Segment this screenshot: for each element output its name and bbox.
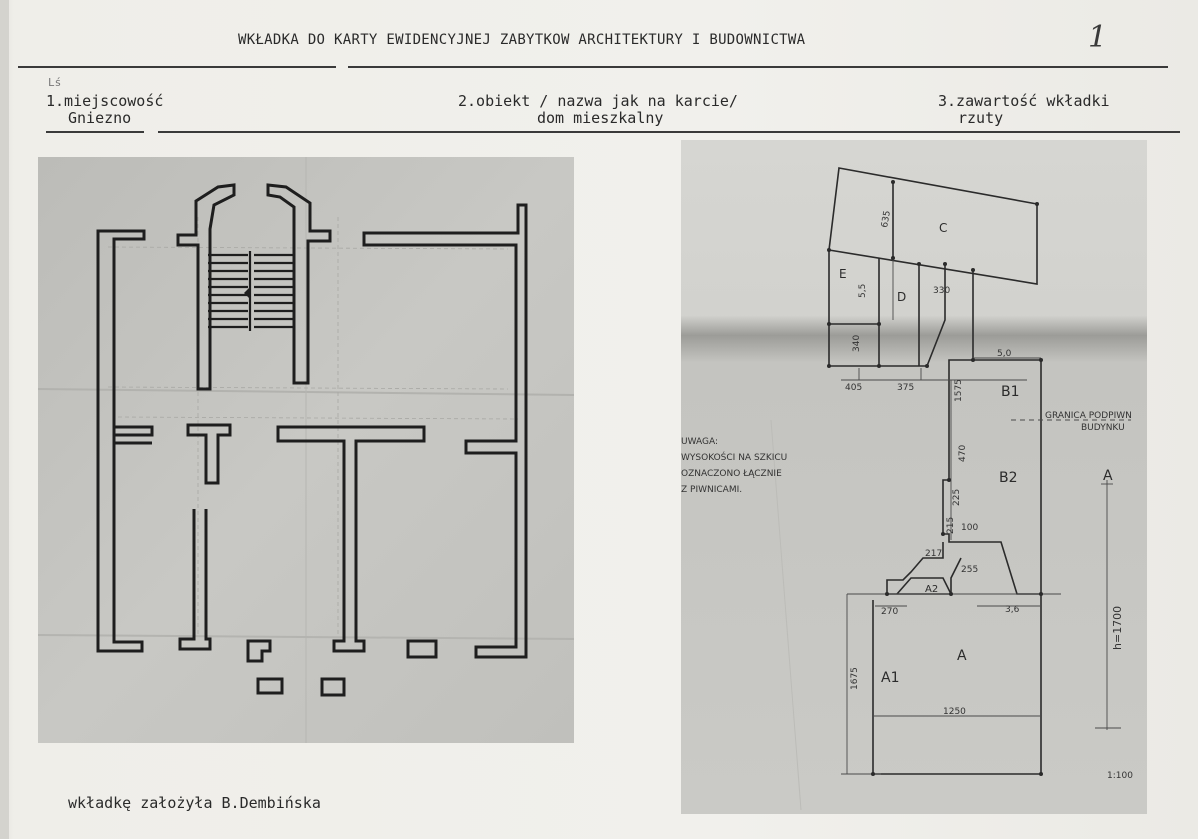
dim-405: 405 (845, 383, 862, 393)
content-label: 3.zawartość wkładki (938, 92, 1110, 110)
dim-255: 255 (961, 565, 978, 575)
note-line-2: WYSOKOŚCI NA SZKICU (681, 451, 787, 463)
label-b1: B1 (1001, 384, 1020, 400)
header-rule-left (18, 66, 336, 68)
label-d: D (897, 290, 906, 304)
sketch-plan-photo: C D E B1 B2 A A1 A2 A 635 5,5 330 340 40… (681, 140, 1147, 814)
object-label: 2.obiekt / nazwa jak na karcie/ (458, 92, 738, 110)
label-b2: B2 (999, 470, 1018, 486)
footer-author: wkładkę założyła B.Dembińska (68, 794, 321, 812)
dim-270: 270 (881, 607, 898, 617)
boundary-label-line1: GRANICA PODPIWN (1045, 411, 1132, 421)
label-a: A (957, 648, 967, 664)
dim-330: 330 (933, 286, 950, 296)
page-number: 1 (1088, 20, 1108, 55)
dim-5-5: 5,5 (858, 284, 868, 298)
label-a2: A2 (925, 584, 938, 595)
dim-635: 635 (880, 210, 893, 229)
sketch-plan-drawing: C D E B1 B2 A A1 A2 A 635 5,5 330 340 40… (681, 140, 1147, 814)
archive-marker: Lś (48, 76, 62, 89)
floor-plan-drawing (38, 157, 574, 743)
floor-plan-photo (38, 157, 574, 743)
note-line-1: UWAGA: (681, 437, 718, 447)
dim-1250: 1250 (943, 707, 966, 717)
dim-215: 215 (946, 517, 956, 534)
dim-1675: 1675 (850, 667, 860, 690)
dim-3-6: 3,6 (1005, 605, 1020, 615)
sheet-edge-shadow (0, 0, 9, 839)
note-line-4: Z PIWNICAMI. (681, 485, 742, 495)
label-c: C (939, 221, 947, 235)
dim-340: 340 (852, 335, 862, 352)
dim-217: 217 (925, 549, 942, 559)
scale-label: 1:100 (1107, 771, 1133, 781)
dim-1575: 1575 (954, 379, 964, 402)
dim-470: 470 (958, 445, 968, 462)
label-a1: A1 (881, 670, 899, 686)
label-e: E (839, 267, 847, 281)
dim-225: 225 (952, 489, 962, 506)
form-title: WKŁADKA DO KARTY EWIDENCYJNEJ ZABYTKOW A… (238, 32, 806, 48)
dim-375: 375 (897, 383, 914, 393)
dim-5-0: 5,0 (997, 349, 1012, 359)
content-value: rzuty (958, 109, 1004, 127)
fields-rule-right (158, 131, 1180, 133)
header-rule-right (348, 66, 1168, 68)
note-line-3: OZNACZONO ŁĄCZNIE (681, 469, 782, 479)
label-axis-a: A (1103, 468, 1113, 484)
object-value: dom mieszkalny (537, 109, 664, 127)
locality-label: 1.miejscowość (46, 92, 164, 110)
dim-100: 100 (961, 523, 978, 533)
dim-total-height: h=1700 (1111, 606, 1124, 650)
locality-value: Gniezno (68, 109, 132, 127)
boundary-label-line2: BUDYNKU (1081, 423, 1125, 433)
fields-rule-left (46, 131, 144, 133)
